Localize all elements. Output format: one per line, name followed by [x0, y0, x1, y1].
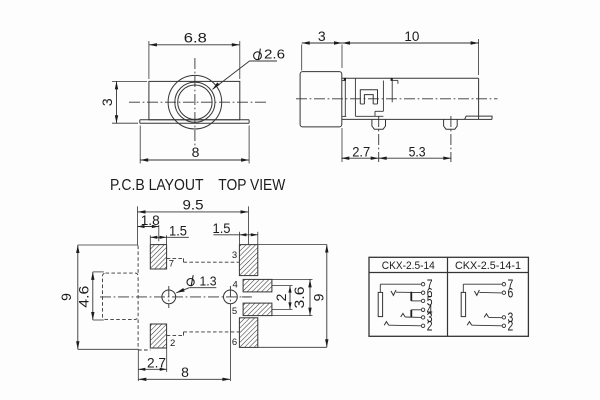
- svg-text:2: 2: [170, 338, 175, 349]
- svg-text:4.6: 4.6: [75, 285, 91, 307]
- svg-text:1.3: 1.3: [200, 274, 217, 289]
- svg-text:9.5: 9.5: [183, 197, 204, 213]
- svg-text:2.7: 2.7: [352, 143, 370, 159]
- svg-text:CKX-2.5-14: CKX-2.5-14: [382, 260, 435, 272]
- svg-text:3: 3: [232, 250, 237, 261]
- svg-text:5: 5: [427, 294, 433, 309]
- svg-text:7: 7: [508, 277, 514, 292]
- svg-text:TOP VIEW: TOP VIEW: [218, 177, 286, 194]
- svg-text:8: 8: [181, 364, 189, 380]
- svg-text:1.8: 1.8: [141, 212, 160, 228]
- svg-text:1.5: 1.5: [169, 223, 187, 239]
- svg-text:3: 3: [99, 98, 115, 106]
- svg-text:6: 6: [232, 337, 237, 348]
- svg-text:2.6: 2.6: [264, 47, 285, 62]
- svg-text:6: 6: [427, 285, 433, 300]
- svg-text:3: 3: [318, 28, 326, 44]
- svg-text:7: 7: [169, 258, 174, 269]
- svg-text:4: 4: [233, 280, 238, 291]
- svg-text:P.C.B LAYOUT: P.C.B LAYOUT: [110, 177, 204, 194]
- svg-text:10: 10: [404, 28, 419, 44]
- svg-text:2: 2: [508, 319, 514, 334]
- svg-text:2.7: 2.7: [147, 354, 166, 370]
- svg-text:6: 6: [508, 285, 514, 300]
- svg-text:9: 9: [311, 293, 327, 301]
- svg-text:8: 8: [192, 144, 200, 160]
- svg-text:3: 3: [508, 310, 514, 325]
- svg-text:1.5: 1.5: [213, 220, 231, 236]
- svg-text:7: 7: [427, 277, 433, 292]
- svg-text:6.8: 6.8: [184, 30, 207, 46]
- svg-text:4: 4: [427, 303, 433, 318]
- svg-text:3.6: 3.6: [291, 286, 307, 308]
- svg-text:5: 5: [232, 306, 237, 317]
- svg-text:5.3: 5.3: [409, 143, 426, 159]
- svg-text:CKX-2.5-14-1: CKX-2.5-14-1: [455, 260, 521, 272]
- svg-text:2: 2: [273, 293, 289, 301]
- svg-text:9: 9: [58, 293, 74, 301]
- svg-text:2: 2: [427, 319, 433, 334]
- svg-text:3: 3: [427, 310, 433, 325]
